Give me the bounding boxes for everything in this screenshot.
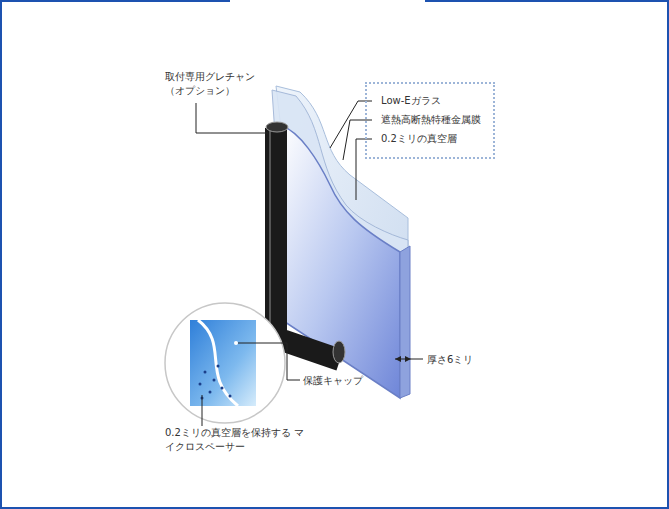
dimension-label: 厚さ6ミリ xyxy=(427,353,507,367)
part-label: 0.2ミリの真空層 xyxy=(381,129,483,148)
part-label: 取付専用グレチャン （オプション） xyxy=(165,70,270,98)
part-label: 遮熱高断熱特種金属膜 xyxy=(381,110,483,129)
part-label: 0.2ミリの真空層を保持する マイクロスペーサー xyxy=(165,426,310,454)
part-label: Low-Eガラス xyxy=(381,91,483,110)
part-label: 保護キャップ xyxy=(303,374,383,388)
callout-box: Low-Eガラス遮熱高断熱特種金属膜0.2ミリの真空層 xyxy=(365,82,495,159)
